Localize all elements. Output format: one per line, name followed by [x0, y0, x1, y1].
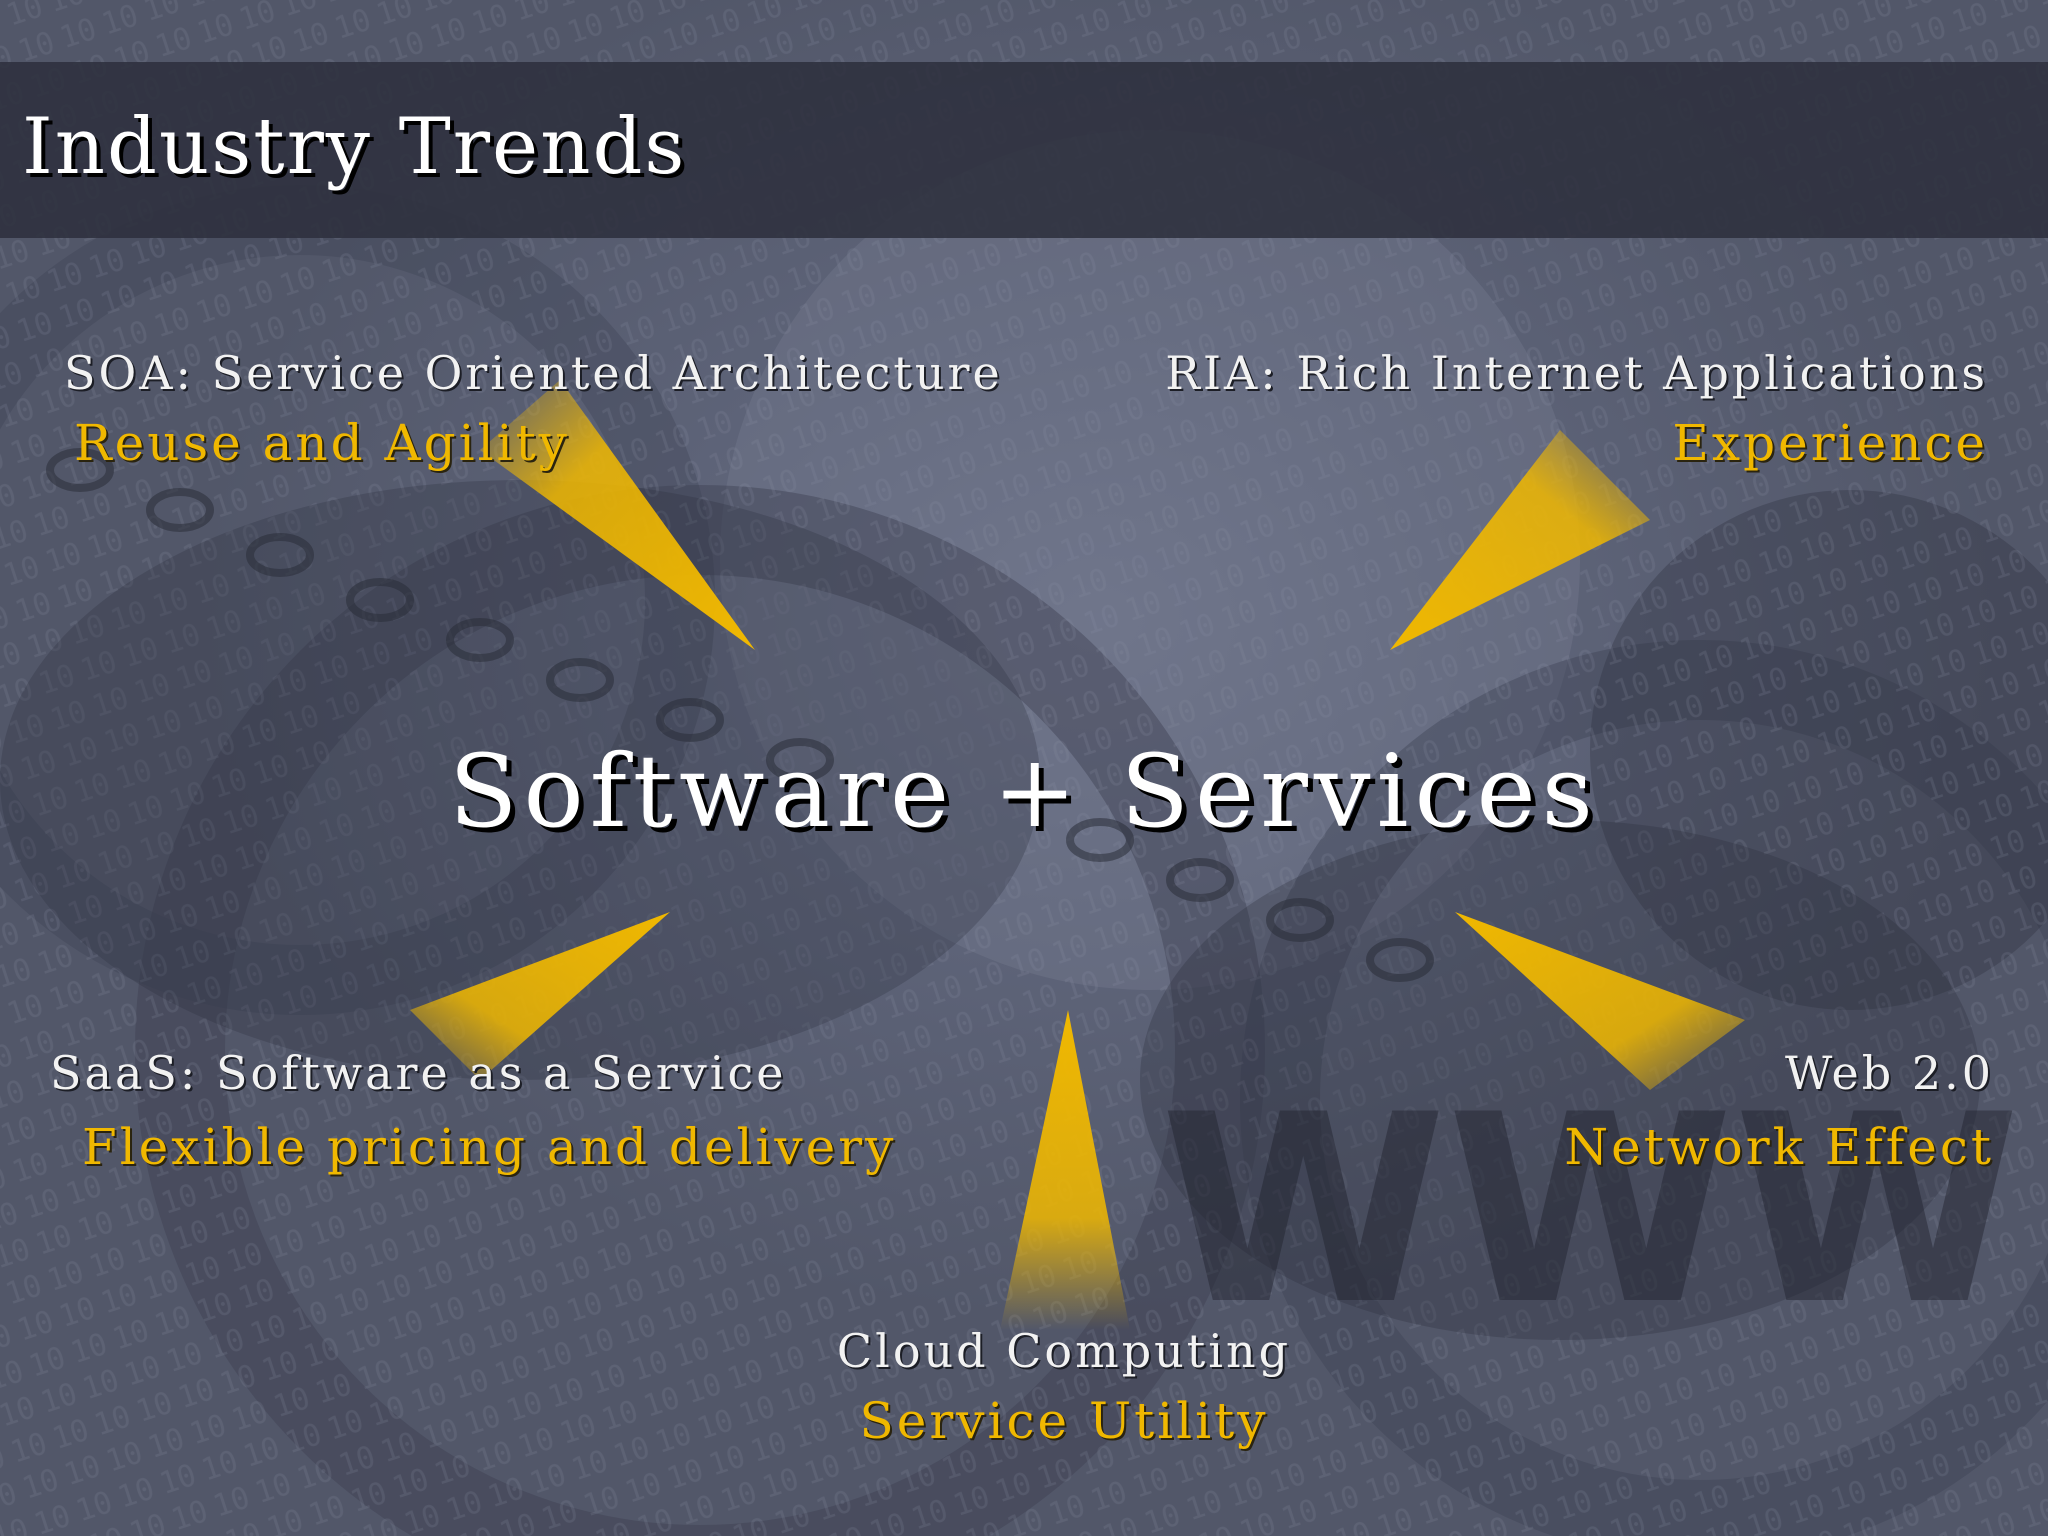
title-bar: [0, 62, 2048, 238]
pointer-top-right: [1390, 430, 1650, 650]
pointer-top-left: [480, 380, 755, 650]
soa-heading: SOA: Service Oriented Architecture: [64, 346, 1003, 400]
ria-heading: RIA: Rich Internet Applications: [1165, 346, 1988, 400]
center-heading: Software + Services: [449, 733, 1599, 850]
ria-subheading: Experience: [1672, 414, 1988, 472]
cloud-heading: Cloud Computing: [836, 1324, 1292, 1378]
pointer-bottom-left: [410, 912, 670, 1080]
web20-subheading: Network Effect: [1564, 1118, 1994, 1176]
web20-heading: Web 2.0: [1785, 1046, 1994, 1100]
cloud-subheading: Service Utility: [859, 1392, 1269, 1450]
pointer-bottom: [1000, 1010, 1130, 1330]
soa-subheading: Reuse and Agility: [74, 414, 570, 472]
saas-heading: SaaS: Software as a Service: [50, 1046, 787, 1100]
saas-subheading: Flexible pricing and delivery: [82, 1118, 897, 1176]
pointer-bottom-right: [1455, 912, 1745, 1090]
slide-title: Industry Trends: [22, 102, 687, 192]
svg-text:WWW: WWW: [1160, 1060, 2020, 1362]
